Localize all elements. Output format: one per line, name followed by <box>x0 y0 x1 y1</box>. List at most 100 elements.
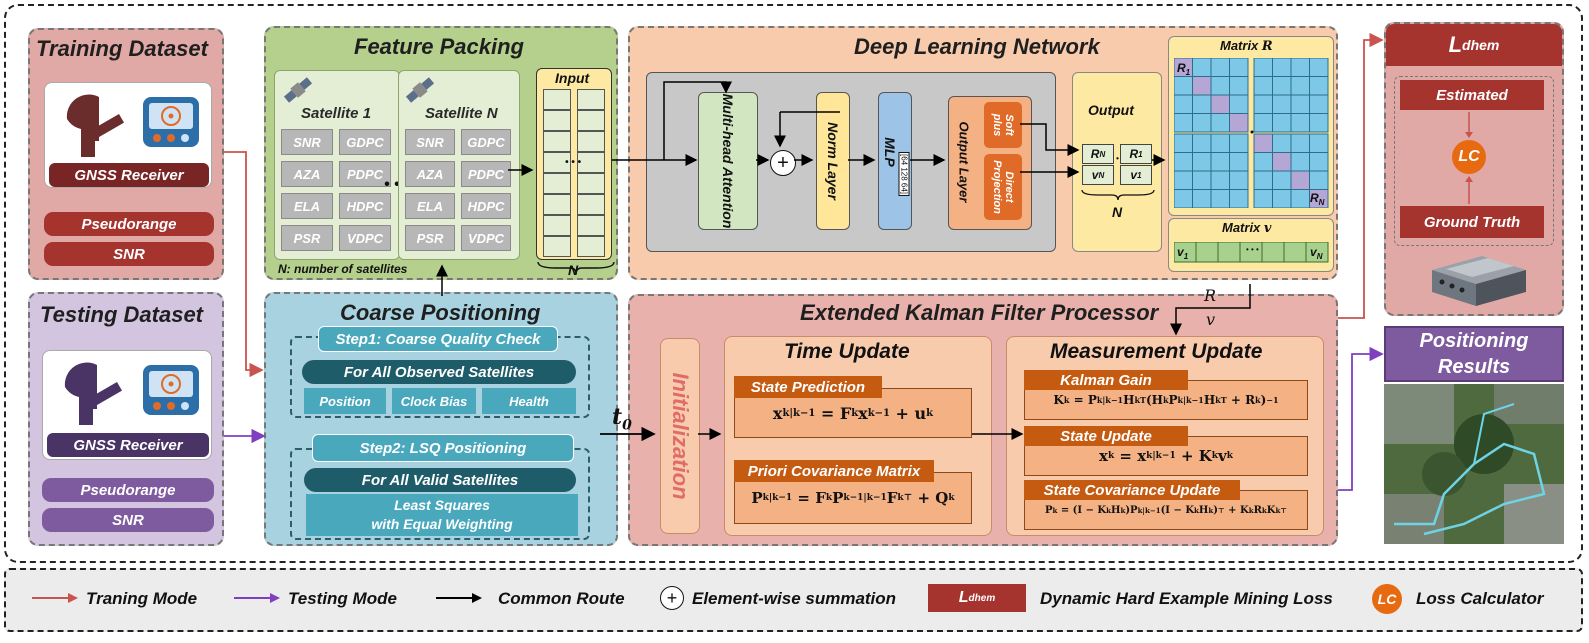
direct-projection-block <box>984 154 1022 220</box>
feature-cell: PSR <box>281 225 333 251</box>
matrix-v-cell <box>1195 242 1219 263</box>
results-line1: Positioning <box>1419 330 1529 352</box>
input-cell <box>577 110 605 131</box>
matrix-r-cell <box>1210 189 1230 208</box>
input-ellipsis: • • • <box>565 157 582 168</box>
feature-cell: ELA <box>405 193 455 219</box>
matrix-r-cell <box>1229 152 1249 172</box>
step2-header: Step2: LSQ Positioning <box>312 434 574 462</box>
matrix-r-cell <box>1229 94 1249 114</box>
matrix-v-ellipsis: • • • <box>1246 245 1259 254</box>
legend-training-arrow <box>32 593 78 603</box>
output-brace <box>1081 189 1155 201</box>
matrix-r-cell <box>1272 189 1292 208</box>
matrix-v-title: Matrix v <box>1222 220 1271 236</box>
feature-cell: AZA <box>405 161 455 187</box>
snr-badge: SNR <box>44 242 214 266</box>
matrix-v-cell <box>1261 242 1285 263</box>
input-cell <box>543 89 571 110</box>
snr-badge: SNR <box>42 508 214 532</box>
clock-bias-chip: Clock Bias <box>392 388 476 414</box>
v1-subscript: 1 <box>1137 170 1142 180</box>
training-dataset-title: Training Dataset <box>36 36 208 61</box>
matrix-r-word: Matrix <box>1220 38 1259 53</box>
legend-lc-icon: LC <box>1372 584 1402 614</box>
matrix-v-cell <box>1305 242 1329 263</box>
matrix-r-cell <box>1253 94 1273 114</box>
loss-arrows <box>1465 112 1473 204</box>
feature-cell: SNR <box>405 129 455 155</box>
norm-layer-block <box>816 92 850 230</box>
matrix-r-cell <box>1174 170 1193 190</box>
matrix-r-cell <box>1174 113 1193 133</box>
state-prediction-header: State Prediction <box>734 376 882 398</box>
matrix-r-cell <box>1253 152 1273 172</box>
pseudorange-badge: Pseudorange <box>42 478 214 502</box>
receiver-device-icon <box>143 97 199 147</box>
matrix-r-cell <box>1290 170 1310 190</box>
time-update-title: Time Update <box>784 340 910 363</box>
legend-ldhem-subscript: dhem <box>968 592 996 604</box>
input-matrix: Input • • • <box>536 68 612 260</box>
matrix-r-cell <box>1272 94 1292 114</box>
matrix-r-cell <box>1192 58 1212 77</box>
matrix-r-cell <box>1192 189 1212 208</box>
matrix-r-cell <box>1309 152 1329 172</box>
step1-subheader: For All Observed Satellites <box>302 360 576 384</box>
output-label: Output <box>1088 102 1134 118</box>
receiver-device-icon <box>143 365 199 415</box>
deep-learning-title: Deep Learning Network <box>854 34 1100 59</box>
input-cell <box>577 131 605 152</box>
input-cell <box>577 215 605 236</box>
feature-cell: GDPC <box>461 129 511 155</box>
matrix-r-cell <box>1253 58 1273 77</box>
output-n-label: N <box>1112 204 1123 220</box>
rn-subscript: N <box>1099 149 1106 159</box>
initialization-label: Initialization <box>668 372 693 500</box>
legend-testing-arrow <box>234 593 280 603</box>
v1-symbol: v <box>1130 168 1138 182</box>
matrix-r-cell <box>1192 94 1212 114</box>
input-cell <box>543 173 571 194</box>
matrix-r-cell <box>1174 76 1193 96</box>
feature-cell: PDPC <box>461 161 511 187</box>
coarse-positioning-title: Coarse Positioning <box>340 300 541 325</box>
ldhem-symbol: L <box>1448 32 1463 57</box>
least-squares-line2: with Equal Weighting <box>371 516 513 532</box>
matrix-r-cell <box>1290 76 1310 96</box>
person-antenna-icon <box>64 362 122 425</box>
testing-dataset-title: Testing Dataset <box>40 302 204 327</box>
input-cell <box>543 215 571 236</box>
r1-symbol: R <box>1129 147 1139 161</box>
loss-inner <box>1394 76 1554 246</box>
matrix-r-cell <box>1210 76 1230 96</box>
sum-icon: + <box>770 150 796 176</box>
legend-common-label: Common Route <box>498 589 625 608</box>
matrix-r-cell <box>1192 113 1212 133</box>
legend-common-arrow <box>436 593 482 603</box>
attention-label: Multi-head Attention <box>720 93 736 229</box>
output-layer-label: Output Layer <box>956 121 972 203</box>
matrix-r-cell <box>1272 113 1292 133</box>
state-covariance-header: State Covariance Update <box>1024 480 1240 500</box>
feature-cell: GDPC <box>339 129 391 155</box>
legend-ldhem-symbol: L <box>958 589 969 606</box>
matrix-r-cell <box>1290 94 1310 114</box>
matrix-r-cell <box>1229 170 1249 190</box>
matrix-r-cell <box>1253 189 1273 208</box>
rv-v-label: v <box>1206 310 1216 329</box>
matrix-r-cell <box>1290 152 1310 172</box>
position-chip: Position <box>304 388 386 414</box>
input-cell <box>543 152 571 173</box>
matrix-r-cell <box>1229 113 1249 133</box>
input-cell <box>543 194 571 215</box>
matrix-r-cell <box>1272 170 1292 190</box>
input-cell <box>543 236 571 257</box>
feature-cell: PDPC <box>339 161 391 187</box>
legend-elementwise-label: Element-wise summation <box>692 589 897 608</box>
